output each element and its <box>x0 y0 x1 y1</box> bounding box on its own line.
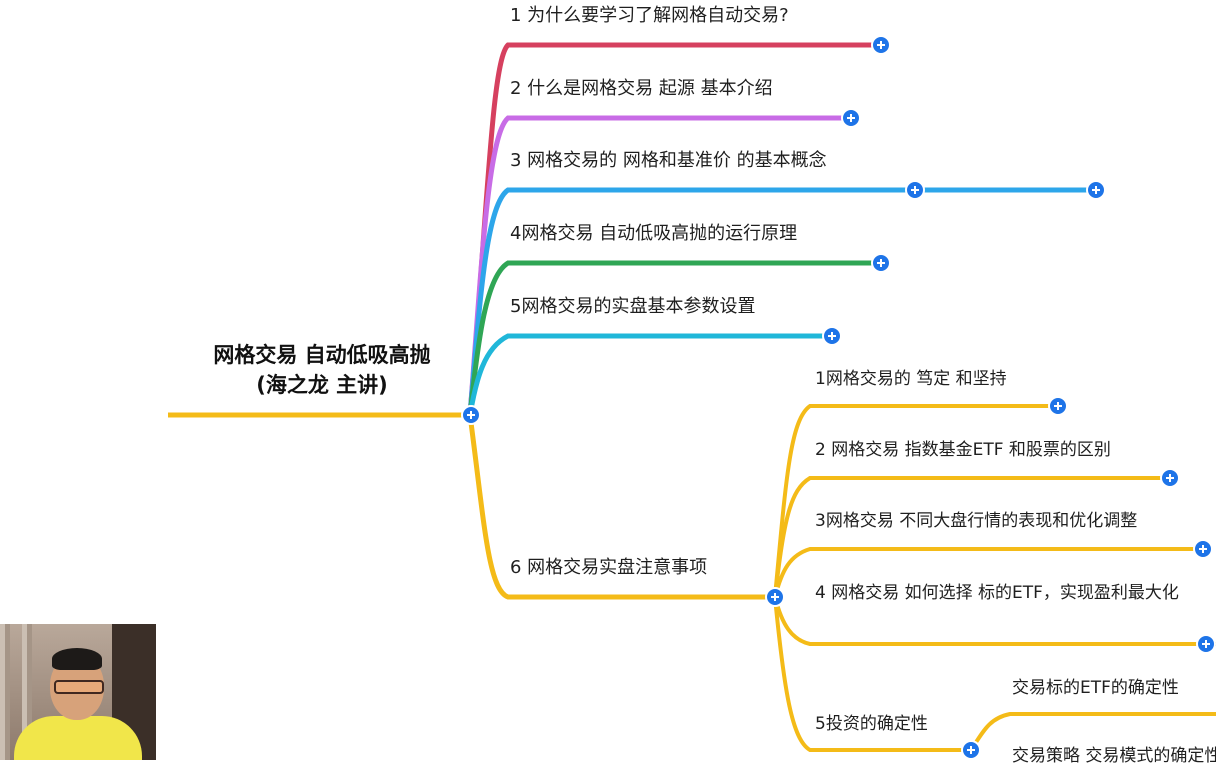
branch-6-connector <box>467 414 775 600</box>
branch-4-expand-icon[interactable] <box>871 253 891 273</box>
branch-5-label[interactable]: 5网格交易的实盘基本参数设置 <box>510 296 756 317</box>
branch-4-label[interactable]: 4网格交易 自动低吸高抛的运行原理 <box>510 223 798 244</box>
sub-branch-4-expand-icon[interactable] <box>1196 634 1216 654</box>
branch-3-label[interactable]: 3 网格交易的 网格和基准价 的基本概念 <box>510 150 827 171</box>
sub-sub-branch-1-label[interactable]: 交易标的ETF的确定性 <box>1012 678 1179 698</box>
branch-3-expand-icon[interactable] <box>905 180 925 200</box>
root-title: 网格交易 自动低吸高抛 <box>213 343 431 367</box>
presenter-webcam <box>0 624 156 760</box>
sub-branch-1-expand-icon[interactable] <box>1048 396 1068 416</box>
branch-6-label[interactable]: 6 网格交易实盘注意事项 <box>510 557 708 578</box>
branch-3-child-expand-icon[interactable] <box>1086 180 1106 200</box>
branch-2-label[interactable]: 2 什么是网格交易 起源 基本介绍 <box>510 78 773 99</box>
sub-branch-3-expand-icon[interactable] <box>1193 539 1213 559</box>
root-expand-icon[interactable] <box>461 405 481 425</box>
branch-2-expand-icon[interactable] <box>841 108 861 128</box>
sub-branch-1-label[interactable]: 1网格交易的 笃定 和坚持 <box>815 369 1007 389</box>
sub-sub-branch-2-label[interactable]: 交易策略 交易模式的确定性 <box>1012 746 1216 766</box>
branch-6-expand-icon[interactable] <box>765 587 785 607</box>
root-subtitle: (海之龙 主讲) <box>256 373 388 397</box>
branch-1-expand-icon[interactable] <box>871 35 891 55</box>
sub-branch-5-expand-icon[interactable] <box>961 740 981 760</box>
sub-branch-1-connector <box>773 404 1058 598</box>
branch-5-connector <box>467 333 832 416</box>
sub-branch-5-connector <box>773 596 971 752</box>
sub-branch-5-label[interactable]: 5投资的确定性 <box>815 714 928 734</box>
sub-branch-2-expand-icon[interactable] <box>1160 468 1180 488</box>
sub-branch-4-label[interactable]: 4 网格交易 如何选择 标的ETF，实现盈利最大化 <box>815 583 1179 603</box>
sub-branch-3-label[interactable]: 3网格交易 不同大盘行情的表现和优化调整 <box>815 511 1138 531</box>
branch-5-expand-icon[interactable] <box>822 326 842 346</box>
root-node[interactable]: 网格交易 自动低吸高抛 (海之龙 主讲) <box>170 340 474 400</box>
sub-branch-2-connector <box>773 476 1170 598</box>
branch-4-connector <box>467 260 881 416</box>
sub-branch-2-label[interactable]: 2 网格交易 指数基金ETF 和股票的区别 <box>815 440 1111 460</box>
branch-1-label[interactable]: 1 为什么要学习了解网格自动交易? <box>510 5 789 26</box>
